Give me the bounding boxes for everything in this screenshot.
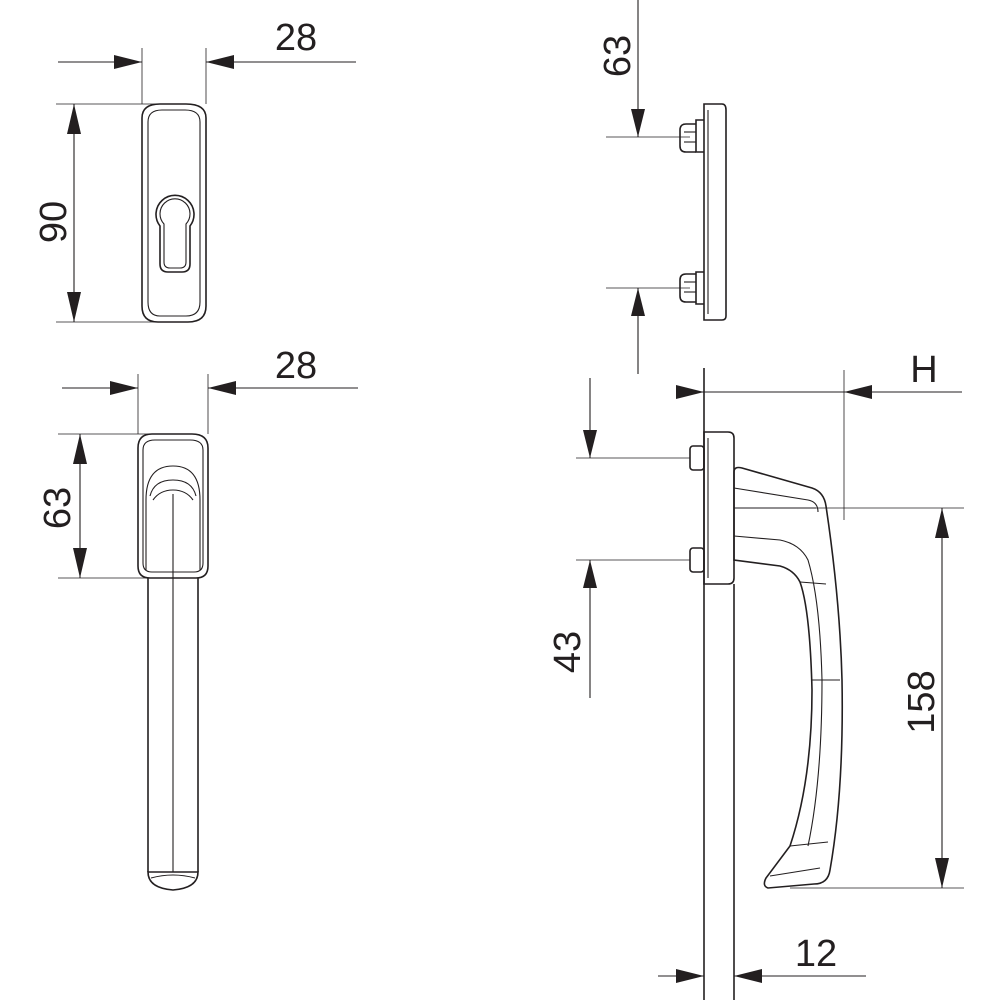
handle-side-view: [689, 368, 844, 1000]
side-cover-height-label: 63: [597, 35, 639, 77]
handle-base-height-label: 63: [37, 487, 79, 529]
dimension-spindle-spacing: 43: [547, 378, 690, 698]
dimension-base-thickness: 12: [658, 933, 866, 983]
dimension-rosette-width: 28: [58, 17, 356, 104]
rosette-front-view: [141, 103, 207, 323]
rosette-height-label: 90: [33, 201, 75, 243]
handle-length-label: 158: [901, 670, 943, 733]
projection-label: H: [910, 349, 937, 391]
handle-front-view: [137, 433, 209, 891]
dimension-side-cover-height: 63: [597, 0, 690, 374]
dimension-projection: H: [676, 349, 962, 520]
rosette-side-view: [679, 103, 727, 321]
dimension-handle-width: 28: [62, 345, 358, 434]
dimension-handle-length: 158: [736, 507, 964, 889]
rosette-width-label: 28: [275, 17, 317, 59]
dimension-handle-base-height: 63: [37, 433, 176, 579]
base-thickness-label: 12: [795, 933, 837, 975]
spindle-spacing-label: 43: [547, 631, 589, 673]
dimension-rosette-height: 90: [33, 103, 160, 323]
handle-width-label: 28: [275, 345, 317, 387]
